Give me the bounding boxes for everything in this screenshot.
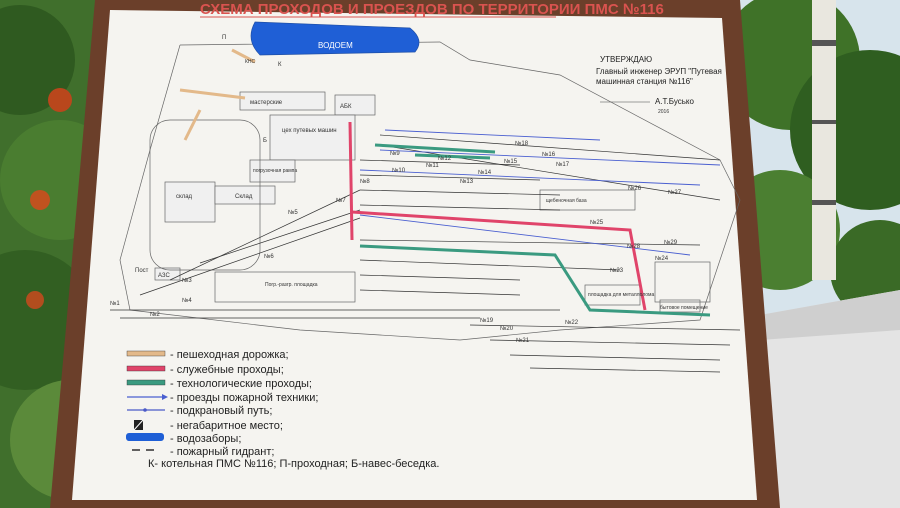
concrete-wall <box>760 290 900 508</box>
household-building <box>659 299 701 313</box>
approval-line1: Главный инженер ЭРУП "Путевая <box>596 67 722 76</box>
board-surface <box>72 10 757 500</box>
label-sign-p: П <box>222 35 226 41</box>
label-gantry: погрузочная рампа <box>253 168 297 174</box>
track-label: №24 <box>655 255 669 262</box>
legend-item: - негабаритное место; <box>170 420 283 432</box>
track-label: №14 <box>478 169 492 176</box>
label-post: Пост <box>135 268 149 274</box>
track-label: №13 <box>460 178 474 185</box>
approval-heading: УТВЕРЖДАЮ <box>600 55 652 64</box>
label-workshop-machines: цех путевых машин <box>282 128 337 134</box>
track-label: №2 <box>150 311 160 318</box>
track-label: №16 <box>542 151 556 158</box>
track-label: №7 <box>336 197 346 204</box>
map-labels: ВОДОЕМ мастерские АБК цех путевых машин … <box>135 35 708 311</box>
label-storage: Склад <box>235 194 253 200</box>
track-label: №6 <box>264 253 274 260</box>
legend-item: - служебные проходы; <box>170 364 284 376</box>
gantry-building <box>249 159 296 183</box>
site-map <box>119 21 741 341</box>
track-label: №3 <box>182 277 192 284</box>
label-sign-b: Б <box>263 138 267 144</box>
right-site-area <box>654 261 711 303</box>
label-loading-area: Погр.-разгр. площадка <box>265 282 318 288</box>
track-label: №20 <box>500 325 514 332</box>
track-label: №11 <box>426 162 439 169</box>
pedestrian-paths <box>179 48 256 141</box>
label-sign-ks: КНС <box>245 59 256 65</box>
track-label: №23 <box>610 267 624 274</box>
label-abk: АБК <box>340 104 352 110</box>
loading-area <box>214 271 356 303</box>
tech-walkways <box>359 143 711 317</box>
track-label: №4 <box>182 297 192 304</box>
track-label: №28 <box>627 243 641 250</box>
track-label: №19 <box>480 317 494 324</box>
track-label: №5 <box>288 209 298 216</box>
crushed-stone-base <box>539 189 636 211</box>
approval-line2: машинная станция №116" <box>596 77 693 86</box>
approval-year: 2016 <box>658 109 669 115</box>
track-number-labels: №1 №2 №3 №4 №5 №6 №7 №8 №9 №10 №11 №12 №… <box>110 140 682 344</box>
board-title: СХЕМА ПРОХОДОВ И ПРОЕЗДОВ ПО ТЕРРИТОРИИ … <box>200 1 664 18</box>
track-label: №15 <box>504 158 518 165</box>
approval-signature: А.Т.Бусько <box>655 97 695 106</box>
label-crushed-stone: щебеночная база <box>546 198 587 204</box>
track-label: №10 <box>392 167 406 174</box>
legend-item: - пешеходная дорожка; <box>170 349 289 361</box>
track-label: №21 <box>516 337 530 344</box>
pond <box>250 21 420 56</box>
legend-item: - подкрановый путь; <box>170 405 272 417</box>
legend-footnote: К- котельная ПМС №116; П-проходная; Б-на… <box>148 458 439 470</box>
legend: - пешеходная дорожка; - служебные проход… <box>126 349 439 470</box>
legend-item: - пожарный гидрант; <box>170 446 274 458</box>
label-assembly: площадка для металлолома <box>588 292 654 298</box>
track-label: №27 <box>668 189 682 196</box>
label-household: бытовое помещение <box>660 305 708 311</box>
label-warehouse: склад <box>176 194 193 200</box>
workshops-building <box>239 91 326 111</box>
label-fuel: АЗС <box>158 273 170 279</box>
track-label: №1 <box>110 300 120 307</box>
track-label: №17 <box>556 161 570 168</box>
fuel-station <box>154 267 181 281</box>
rail-tracks <box>110 134 741 373</box>
track-label: №29 <box>664 239 678 246</box>
assembly-area <box>584 284 641 306</box>
road-loop-left <box>149 119 261 271</box>
track-label: №26 <box>628 185 642 192</box>
workshop-machines-building <box>269 114 356 161</box>
approval-block: УТВЕРЖДАЮ Главный инженер ЭРУП "Путевая … <box>596 55 722 115</box>
legend-item: - проезды пожарной техники; <box>170 392 318 404</box>
legend-item: - технологические проходы; <box>170 378 312 390</box>
label-workshops: мастерские <box>250 100 283 106</box>
track-label: №25 <box>590 219 604 226</box>
service-walkways <box>348 121 647 311</box>
track-label: №9 <box>390 150 400 157</box>
label-sign-k: К <box>278 62 282 68</box>
track-label: №8 <box>360 178 370 185</box>
track-label: №12 <box>438 155 452 162</box>
fire-routes <box>359 129 721 256</box>
track-label: №22 <box>565 319 579 326</box>
label-pond: ВОДОЕМ <box>318 41 353 50</box>
track-label: №18 <box>515 140 529 147</box>
warehouse-building <box>164 181 216 223</box>
legend-item: - водозаборы; <box>170 433 241 445</box>
